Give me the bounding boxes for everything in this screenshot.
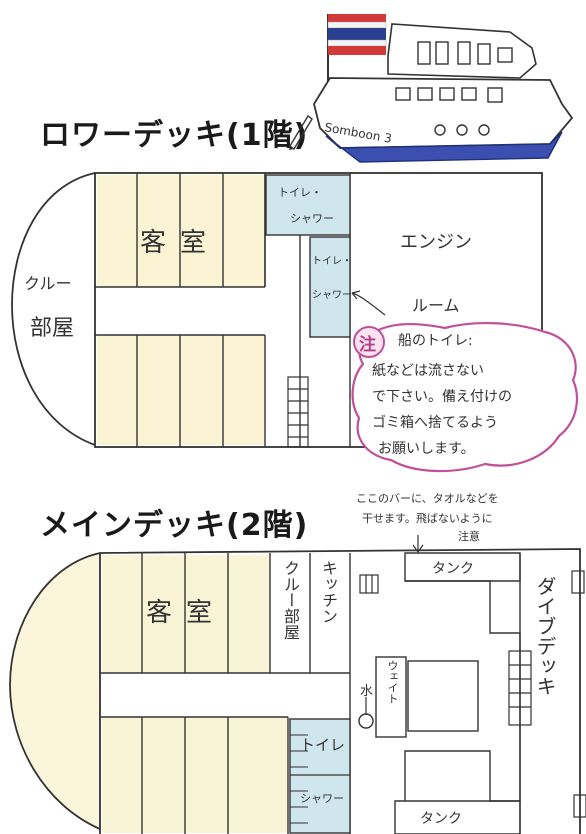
lower-toilet-1-line1: トイレ・ xyxy=(278,186,322,199)
tank-top-label: タンク xyxy=(432,561,474,577)
note-mark-circle xyxy=(353,326,385,358)
lower-deck-plan xyxy=(11,172,543,448)
note-mark: 注 xyxy=(359,335,376,355)
ship-body xyxy=(313,77,574,149)
bar-note-line-2: 干せます。飛ばないように xyxy=(362,512,493,525)
upper-windows xyxy=(417,41,513,65)
lower-crew-label-2: 部屋 xyxy=(30,316,75,341)
engine-room-label-1: エンジン xyxy=(400,232,472,253)
body-windows xyxy=(395,87,503,136)
lower-cabin-label: 客室 xyxy=(140,228,221,258)
flag-stripe-blue xyxy=(328,28,386,40)
center-table xyxy=(407,660,479,732)
lower-deck-title: ロワーデッキ(1階) xyxy=(40,118,309,153)
main-cabin-top-wash xyxy=(102,555,270,673)
tank-bottom-label: タンク xyxy=(420,811,462,827)
main-cabin-label: 客室 xyxy=(146,598,227,628)
kitchen-label: キッチン xyxy=(319,560,338,624)
lower-bow-outline xyxy=(11,172,96,446)
lower-crew-label-1: クルー xyxy=(24,274,72,293)
flag-stripe-red xyxy=(328,14,386,22)
main-toilet-label: トイレ xyxy=(300,736,346,754)
lower-cabin-bottom-wash xyxy=(97,335,265,445)
hull-bottom xyxy=(325,131,563,163)
bar-note-line-3: 注意 xyxy=(458,530,480,543)
engine-room-label-2: ルーム xyxy=(412,296,460,315)
note-line-4: ゴミ箱へ捨てるよう xyxy=(372,415,498,431)
main-toilet-shower xyxy=(289,718,351,834)
water-label: 水 xyxy=(360,684,374,699)
lower-toilet-2-line2: シャワー xyxy=(312,290,352,301)
ship-illustration: Somboon 3 xyxy=(313,14,574,163)
lower-toilet-shower-1 xyxy=(265,174,351,236)
bar-pointer-head xyxy=(412,544,424,554)
upper-cabin xyxy=(387,23,537,79)
note-pointer xyxy=(351,292,386,316)
main-cabin-bottom-wash xyxy=(102,717,288,833)
lower-stairs xyxy=(287,376,309,448)
lower-hull-outline xyxy=(94,172,543,448)
dive-area-outline xyxy=(404,580,521,802)
flag-stripe-red-2 xyxy=(328,46,386,55)
dive-ladder xyxy=(508,650,532,726)
note-cloud xyxy=(351,322,579,473)
main-hull-outline xyxy=(99,548,581,834)
main-deck-title: メインデッキ(2階) xyxy=(40,508,309,543)
weight-label: ウェイト xyxy=(386,660,399,704)
lower-toilet-1-line2: シャワー xyxy=(290,212,334,225)
note-line-3: で下さい。備え付けの xyxy=(372,389,512,405)
main-bow-outline xyxy=(9,552,101,830)
main-stairs xyxy=(290,734,308,824)
main-crew-label: クルー部屋 xyxy=(281,560,300,640)
pencil-icon xyxy=(289,114,313,150)
note-line-2: 紙などは流さない xyxy=(372,363,484,379)
dive-deck-label: ダイブデッキ xyxy=(533,576,557,696)
note-line-1: 船のトイレ: xyxy=(398,333,473,349)
weight-rack xyxy=(375,656,407,738)
thai-flag xyxy=(327,14,387,55)
lower-cabin-top-wash xyxy=(97,175,265,287)
lower-toilet-shower-2 xyxy=(309,236,351,338)
note-pointer-head xyxy=(351,290,361,300)
flag-stripe-white-2 xyxy=(327,39,387,47)
note-line-5: お願いします。 xyxy=(378,441,475,457)
water-tap-icon xyxy=(358,713,374,729)
main-deck-plan xyxy=(9,535,586,834)
flag-stripe-white xyxy=(327,21,387,29)
lower-toilet-2-line1: トイレ・ xyxy=(312,256,352,267)
towel-bars xyxy=(359,570,586,818)
main-shower-label: シャワー xyxy=(300,792,344,805)
bar-note-line-1: ここのバーに、タオルなどを xyxy=(356,492,499,505)
note-cloud-shape xyxy=(351,322,579,473)
tank-bottom-box xyxy=(394,800,521,834)
